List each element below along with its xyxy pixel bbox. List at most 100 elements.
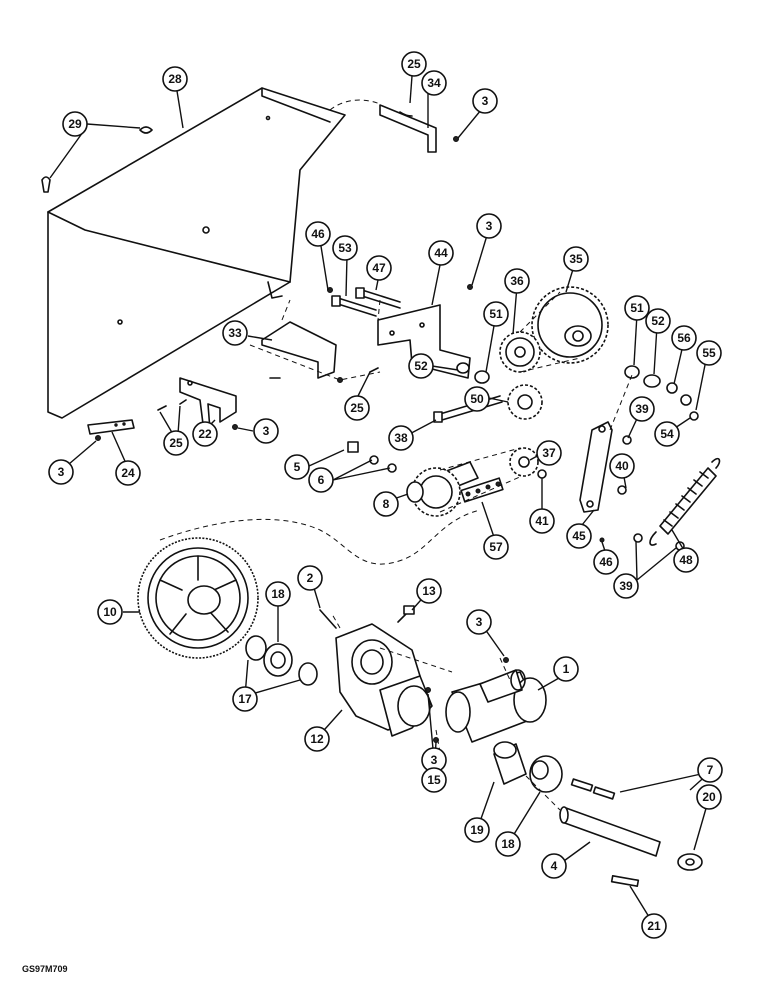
callout-21: 21 (641, 913, 667, 939)
svg-text:18: 18 (271, 587, 285, 601)
bushing-19 (493, 741, 527, 785)
callout-47: 47 (366, 255, 392, 281)
callout-3: 3 (48, 459, 74, 485)
callout-25: 25 (163, 430, 189, 456)
svg-text:22: 22 (198, 427, 212, 441)
svg-text:29: 29 (68, 117, 82, 131)
svg-text:52: 52 (414, 359, 428, 373)
svg-text:39: 39 (619, 579, 633, 593)
svg-text:25: 25 (407, 57, 421, 71)
svg-text:13: 13 (422, 584, 436, 598)
svg-text:35: 35 (569, 252, 583, 266)
svg-text:19: 19 (470, 823, 484, 837)
callout-52: 52 (408, 353, 434, 379)
svg-text:51: 51 (489, 307, 503, 321)
callout-20: 20 (696, 784, 722, 810)
bracket-44 (377, 304, 471, 379)
callout-25: 25 (344, 395, 370, 421)
tension-arm-45 (579, 421, 613, 513)
svg-text:7: 7 (707, 763, 714, 777)
svg-text:10: 10 (103, 605, 117, 619)
svg-text:48: 48 (679, 553, 693, 567)
svg-text:3: 3 (486, 219, 493, 233)
callout-38: 38 (388, 425, 414, 451)
bracket-33 (261, 321, 337, 379)
svg-text:36: 36 (510, 274, 524, 288)
svg-text:33: 33 (228, 326, 242, 340)
svg-text:21: 21 (647, 919, 661, 933)
sprocket-35 (531, 286, 609, 364)
bracket-34 (379, 104, 437, 153)
ring-gear-10 (137, 537, 259, 659)
svg-text:47: 47 (372, 261, 386, 275)
svg-text:5: 5 (294, 460, 301, 474)
callout-1: 1 (553, 656, 579, 682)
svg-text:38: 38 (394, 431, 408, 445)
svg-text:3: 3 (476, 615, 483, 629)
callout-48: 48 (673, 547, 699, 573)
bearing-18-b (529, 755, 563, 793)
callout-13: 13 (416, 578, 442, 604)
callout-55: 55 (696, 340, 722, 366)
callout-34: 34 (421, 70, 447, 96)
callout-12: 12 (304, 726, 330, 752)
sprocket-8 (406, 461, 479, 517)
svg-text:3: 3 (431, 753, 438, 767)
keys-7 (570, 778, 616, 800)
bracket-22 (179, 377, 237, 433)
callout-46: 46 (305, 221, 331, 247)
callout-51: 51 (624, 295, 650, 321)
callout-35: 35 (563, 246, 589, 272)
callout-18: 18 (265, 581, 291, 607)
svg-text:12: 12 (310, 732, 324, 746)
assembly-dashed-lines (84, 99, 633, 811)
callout-2: 2 (297, 565, 323, 591)
callout-17: 17 (232, 686, 258, 712)
callout-46: 46 (593, 549, 619, 575)
svg-text:54: 54 (660, 427, 674, 441)
callout-7: 7 (697, 757, 723, 783)
callout-39: 39 (613, 573, 639, 599)
callout-33: 33 (222, 320, 248, 346)
sprocket-37 (509, 447, 539, 477)
spring-48 (649, 457, 721, 546)
svg-text:2: 2 (307, 571, 314, 585)
svg-text:18: 18 (501, 837, 515, 851)
callout-36: 36 (504, 268, 530, 294)
callout-22: 22 (192, 421, 218, 447)
svg-text:1: 1 (563, 662, 570, 676)
svg-text:44: 44 (434, 246, 448, 260)
callout-44: 44 (428, 240, 454, 266)
callout-41: 41 (529, 508, 555, 534)
callout-8: 8 (373, 491, 399, 517)
callout-10: 10 (97, 599, 123, 625)
svg-text:4: 4 (551, 859, 558, 873)
callout-57: 57 (483, 534, 509, 560)
motor-1 (445, 669, 547, 743)
svg-text:34: 34 (427, 76, 441, 90)
svg-text:50: 50 (470, 392, 484, 406)
plate-24 (87, 419, 135, 435)
svg-text:20: 20 (702, 790, 716, 804)
shield-cover (47, 87, 346, 419)
callout-19: 19 (464, 817, 490, 843)
svg-text:53: 53 (338, 241, 352, 255)
svg-text:46: 46 (311, 227, 325, 241)
svg-text:8: 8 (383, 497, 390, 511)
svg-text:25: 25 (169, 436, 183, 450)
callout-15: 15 (421, 767, 447, 793)
svg-text:52: 52 (651, 314, 665, 328)
sprocket-50 (507, 384, 543, 420)
callout-3: 3 (472, 88, 498, 114)
svg-text:17: 17 (238, 692, 252, 706)
svg-text:28: 28 (168, 72, 182, 86)
callout-50: 50 (464, 386, 490, 412)
bearing-18-a (245, 635, 318, 686)
svg-text:51: 51 (630, 301, 644, 315)
svg-text:41: 41 (535, 514, 549, 528)
svg-text:3: 3 (58, 465, 65, 479)
svg-text:25: 25 (350, 401, 364, 415)
svg-text:3: 3 (263, 424, 270, 438)
svg-text:46: 46 (599, 555, 613, 569)
